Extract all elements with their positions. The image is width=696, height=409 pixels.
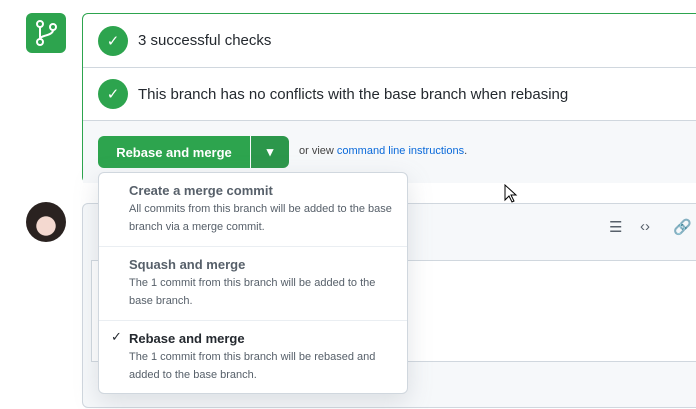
menu-item-description: The 1 commit from this branch will be ad… [129, 277, 376, 307]
task-list-icon[interactable]: ☰ [609, 219, 623, 236]
checks-summary: 3 successful checks [138, 32, 272, 49]
conflicts-row: ✓ This branch has no conflicts with the … [83, 68, 696, 121]
check-circle-icon: ✓ [98, 25, 128, 56]
caret-down-icon: ▾ [266, 144, 274, 159]
merge-method-menu: Create a merge commit All commits from t… [98, 172, 408, 394]
avatar[interactable] [26, 202, 66, 242]
menu-item-title: Create a merge commit [129, 183, 273, 198]
menu-item-title: Squash and merge [129, 257, 246, 272]
link-icon[interactable]: 🔗 [673, 219, 692, 236]
merge-box: ✓ 3 successful checks ✓ This branch has … [82, 13, 696, 183]
mouse-cursor-icon [504, 183, 518, 209]
checks-row[interactable]: ✓ 3 successful checks [83, 14, 696, 68]
menu-item-description: All commits from this branch will be add… [129, 203, 392, 233]
hint-suffix: . [464, 145, 468, 157]
menu-item-squash-and-merge[interactable]: Squash and merge The 1 commit from this … [99, 247, 407, 321]
checkmark-icon: ✓ [111, 329, 122, 344]
hint-prefix: or view [299, 145, 334, 157]
git-branch-icon [26, 13, 66, 53]
merge-method-dropdown-button[interactable]: ▾ [251, 136, 289, 168]
conflicts-status: This branch has no conflicts with the ba… [138, 85, 569, 103]
command-line-instructions-link[interactable]: command line instructions [336, 145, 465, 157]
menu-item-create-merge-commit[interactable]: Create a merge commit All commits from t… [99, 173, 407, 247]
command-line-hint: or view command line instructions. [299, 145, 467, 157]
menu-item-title: Rebase and merge [129, 331, 245, 346]
check-circle-icon: ✓ [98, 79, 128, 109]
code-icon[interactable]: ‹› [640, 218, 650, 235]
rebase-and-merge-button[interactable]: Rebase and merge [98, 136, 250, 168]
menu-item-rebase-and-merge[interactable]: ✓ Rebase and merge The 1 commit from thi… [99, 321, 407, 393]
menu-item-description: The 1 commit from this branch will be re… [129, 351, 376, 381]
